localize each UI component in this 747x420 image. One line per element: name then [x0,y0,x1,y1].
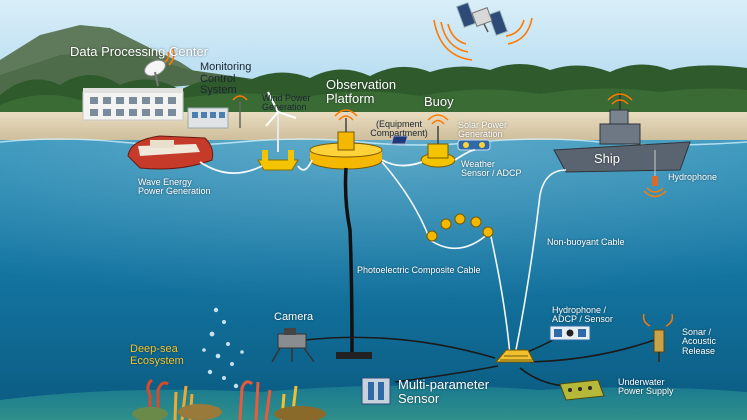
coral-icon [132,378,326,420]
label-underwater-power-supply: Underwater Power Supply [618,377,674,397]
wifi-signal-icon [164,48,175,66]
label-non-buoyant-cable: Non-buoyant Cable [547,237,625,247]
label-hydrophone-adcp-sensor: Hydrophone / ADCP / Sensor [552,305,613,325]
wind-turbine-icon [265,91,297,152]
satellite-dish-icon [144,59,166,87]
monitoring-antenna-icon [232,95,248,128]
hydrophone-adcp-sensor-box [549,325,591,341]
label-wave-energy: Wave Energy Power Generation [138,177,211,197]
photoelectric-cable-lower [489,231,511,356]
mooring-line [343,167,354,356]
label-monitoring-control-system: Monitoring Control System [200,61,252,97]
label-weather-sensor-adcp: Weather Sensor / ADCP [461,159,522,179]
non-buoyant-cable [514,169,567,356]
label-multi-parameter-sensor: Multi-parameter Sensor [398,377,490,406]
solar-panel-icon [390,135,409,145]
label-sonar-acoustic-release: Sonar / Acoustic Release [682,327,717,356]
label-data-processing-center: Data Processing Center [70,44,209,59]
anchor-block [336,352,372,359]
camera-icon [271,328,315,363]
cable-floats [426,213,494,242]
sonar-icon [642,313,674,362]
label-ship: Ship [594,151,621,166]
bubbles [202,307,244,389]
satellite-icon [433,1,533,61]
underwater-power-supply [559,379,605,401]
label-hydrophone-ship: Hydrophone [668,172,718,182]
label-equipment-compartment: (Equipment Compartment) [370,119,428,139]
junction-box-icon [494,349,535,363]
multi-parameter-sensor [361,377,391,405]
label-wind-power-generation: Wind Power Generation [262,93,311,113]
weather-sensor-adcp-unit [457,139,491,151]
label-observation-platform: Observation Platform [326,77,397,106]
buoy [420,114,456,168]
observation-platform [309,109,383,170]
label-photoelectric-composite-cable: Photoelectric Composite Cable [357,265,481,275]
label-camera: Camera [274,311,314,323]
surface-cables [199,149,476,175]
wind-power-float [257,150,299,171]
hydrophone-icon [643,150,667,198]
data-processing-center-building [82,88,184,121]
wave-energy-generator [127,135,214,170]
ship [553,92,691,173]
monitoring-control-building [187,107,229,129]
label-deep-sea-ecosystem: Deep-sea Ecosystem [130,343,184,367]
label-buoy: Buoy [424,94,454,109]
label-solar-power-generation: Solar Power Generation [458,120,508,140]
